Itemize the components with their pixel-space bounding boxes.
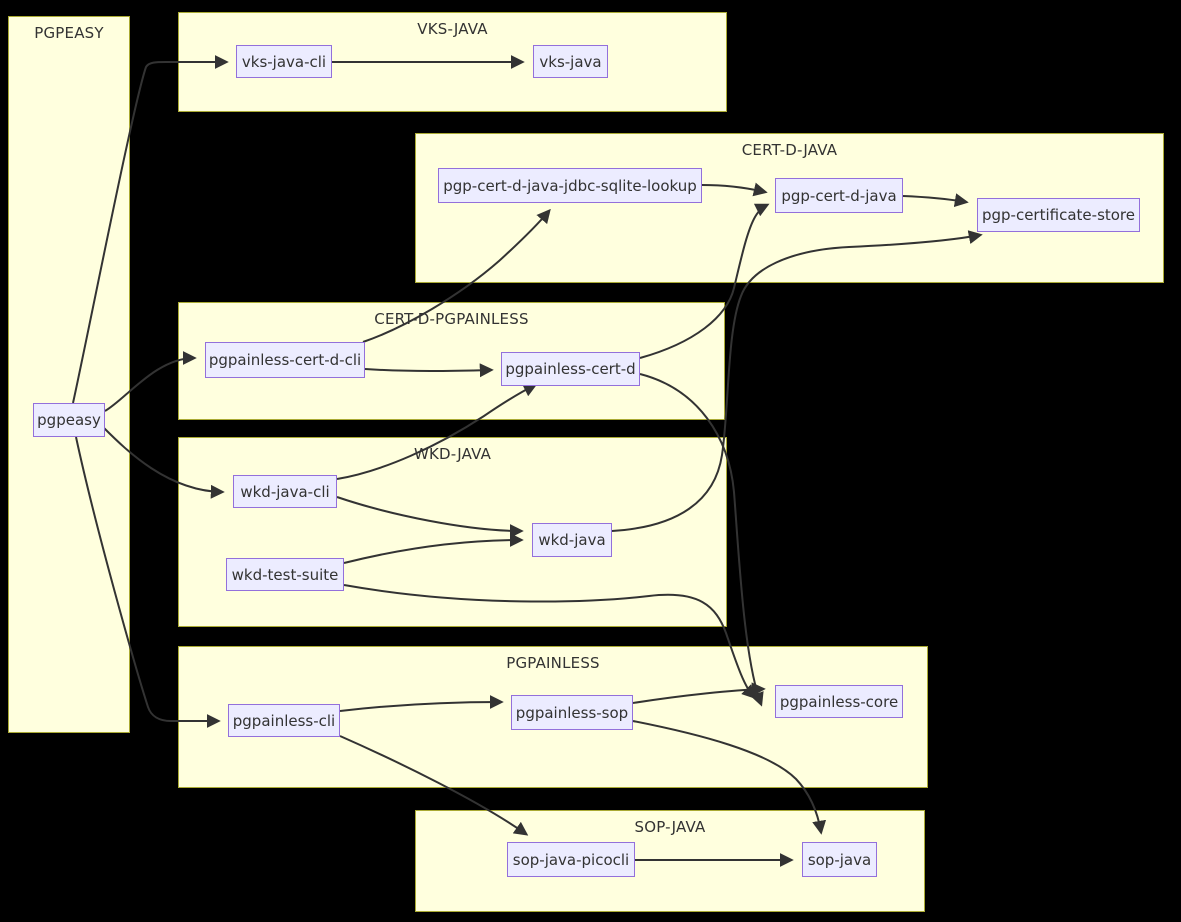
edge-wkd-java-cli-to-wkd-java [336,496,524,538]
node-pgpainless-cert-d: pgpainless-cert-d [501,352,640,386]
node-pgp-cert-d-java-jdbc-sqlite-lookup: pgp-cert-d-java-jdbc-sqlite-lookup [438,168,702,203]
edge-wkd-java-cli-to-pgpainless-cert-d [336,383,538,480]
subgraph-title-pgpainless-group: PGPAINLESS [506,654,600,672]
edge-pgpainless-sop-to-sop-java [632,720,827,835]
subgraph-box-wkd-java-group: WKD-JAVA [178,437,727,627]
node-pgpainless-core: pgpainless-core [775,685,903,718]
edge-pgpeasy-to-wkd-java-cli [103,427,225,499]
node-pgpainless-cli: pgpainless-cli [228,704,340,737]
edge-pgpeasy-to-pgpainless-cli [75,436,221,728]
node-sop-java-picocli: sop-java-picocli [507,842,635,877]
node-sop-java: sop-java [802,842,877,877]
node-wkd-java-cli: wkd-java-cli [233,475,337,508]
node-pgpainless-sop: pgpainless-sop [511,695,633,730]
node-vks-java: vks-java [533,45,608,78]
node-pgp-certificate-store: pgp-certificate-store [977,198,1140,232]
edge-pgp-cert-d-java-to-pgp-certificate-store [902,193,969,208]
edge-pgpeasy-to-vks-java-cli [72,55,229,404]
edge-pgp-cert-d-java-jdbc-sqlite-lookup-to-pgp-cert-d-java [701,182,768,197]
node-pgpeasy: pgpeasy [33,403,105,437]
edge-wkd-test-suite-to-pgpainless-core [343,584,756,699]
node-pgp-cert-d-java: pgp-cert-d-java [775,178,903,213]
edge-wkd-test-suite-to-wkd-java [343,533,524,564]
edge-pgpainless-cert-d-to-pgp-cert-d-java [639,203,770,359]
edge-pgpainless-cert-d-to-pgpainless-core [639,373,764,707]
subgraph-title-vks-java-group: VKS-JAVA [417,20,488,38]
subgraph-title-wkd-java-group: WKD-JAVA [413,445,492,463]
edge-pgpainless-sop-to-pgpainless-core [632,682,766,704]
node-wkd-java: wkd-java [532,523,612,557]
node-pgpainless-cert-d-cli: pgpainless-cert-d-cli [205,342,365,378]
node-wkd-test-suite: wkd-test-suite [226,558,344,591]
edge-pgpainless-cert-d-cli-to-pgpainless-cert-d [364,363,494,378]
subgraph-title-cert-d-java-group: CERT-D-JAVA [741,141,838,159]
edge-pgpainless-cert-d-cli-to-pgp-cert-d-java-jdbc-sqlite-lookup [362,208,551,343]
edge-pgpainless-cli-to-pgpainless-sop [339,695,504,712]
edge-pgpainless-cli-to-sop-java-picocli [339,735,529,836]
subgraph-title-cert-d-pgpainless-group: CERT-D-PGPAINLESS [374,310,529,328]
subgraph-title-pgpeasy-group: PGPEASY [34,24,104,42]
edge-pgpeasy-to-pgpainless-cert-d-cli [104,351,197,412]
subgraph-title-sop-java-group: SOP-JAVA [634,818,706,836]
node-vks-java-cli: vks-java-cli [236,45,332,78]
subgraph-box-pgpeasy-group: PGPEASY [8,16,130,733]
edge-wkd-java-to-pgp-certificate-store [611,230,983,532]
